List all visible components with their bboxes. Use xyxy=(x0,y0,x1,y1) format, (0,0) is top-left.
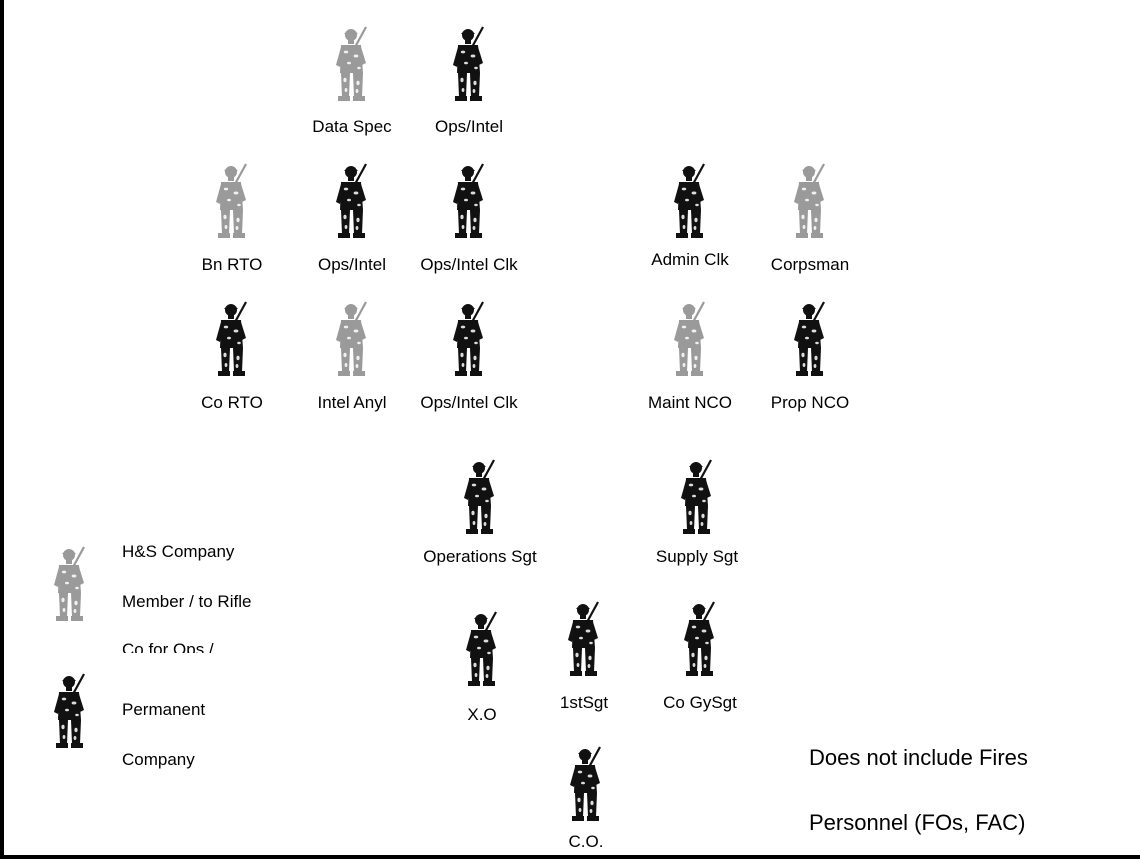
attached-soldier-icon xyxy=(336,301,367,376)
permanent-member-legend-icon xyxy=(54,673,85,748)
position-label: Data Spec xyxy=(312,117,392,136)
permanent-soldier-icon xyxy=(464,459,495,534)
position-label: Ops/Intel Clk xyxy=(420,393,518,412)
position-label: Co RTO xyxy=(201,393,263,412)
permanent-soldier-icon xyxy=(681,459,712,534)
permanent-soldier-icon xyxy=(216,301,247,376)
attached-member-legend-icon xyxy=(54,546,85,621)
permanent-soldier-icon xyxy=(570,746,601,821)
permanent-soldier-icon xyxy=(453,301,484,376)
legend-attached-line-2: Member / to Rifle xyxy=(122,592,252,611)
position-label: Intel Anyl xyxy=(317,393,387,412)
attached-soldier-icon xyxy=(794,163,825,238)
legend-attached-line-1: H&S Company xyxy=(122,542,235,561)
position-label: Prop NCO xyxy=(770,393,850,412)
position-label: Ops/Intel xyxy=(434,117,504,136)
permanent-soldier-icon xyxy=(674,163,705,238)
position-label: Ops/Intel xyxy=(317,255,387,274)
note-line-2: Personnel (FOs, FAC) xyxy=(809,810,1026,835)
position-label: Supply Sgt xyxy=(655,547,739,566)
attached-soldier-icon xyxy=(216,163,247,238)
permanent-soldier-icon xyxy=(336,163,367,238)
attached-soldier-icon xyxy=(336,26,367,101)
permanent-soldier-icon xyxy=(684,601,715,676)
position-label: C.O. xyxy=(568,832,604,851)
position-label: Maint NCO xyxy=(647,393,733,412)
position-label: Admin Clk xyxy=(651,250,729,269)
position-label: 1stSgt xyxy=(559,693,609,712)
position-label: Operations Sgt xyxy=(423,547,537,566)
attached-soldier-icon xyxy=(674,301,705,376)
legend-permanent-line-1: Permanent xyxy=(122,700,206,719)
position-label: Ops/Intel Clk xyxy=(420,255,518,274)
permanent-soldier-icon xyxy=(568,601,599,676)
legend-attached-line-3: Co for Ops / xyxy=(122,640,214,653)
permanent-soldier-icon xyxy=(466,611,497,686)
position-label: X.O xyxy=(467,705,497,724)
position-label: Co GySgt xyxy=(663,693,737,712)
legend-permanent-line-2: Company xyxy=(122,750,195,769)
permanent-soldier-icon xyxy=(794,301,825,376)
permanent-soldier-icon xyxy=(453,26,484,101)
position-label: Corpsman xyxy=(770,255,850,274)
permanent-soldier-icon xyxy=(453,163,484,238)
note-line-1: Does not include Fires xyxy=(809,745,1028,770)
legend-attached-line-3-clip: Co for Ops / xyxy=(122,640,322,653)
position-label: Bn RTO xyxy=(201,255,263,274)
